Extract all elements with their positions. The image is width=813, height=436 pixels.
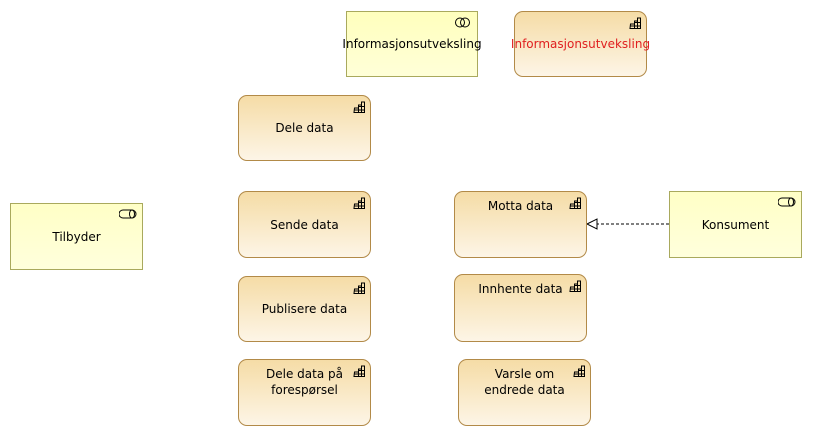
function-icon	[569, 197, 581, 209]
hollow-triangle-arrowhead	[585, 218, 598, 230]
function-icon	[573, 365, 585, 377]
informasjonsutveksling-interface[interactable]: Informasjonsutveksling	[342, 11, 482, 77]
node-label: Dele data på forespørsel	[266, 367, 343, 397]
konsument-role[interactable]: Konsument	[669, 191, 802, 258]
function-icon	[353, 365, 365, 377]
tilbyder-role[interactable]: Tilbyder	[10, 203, 143, 270]
node-label: Tilbyder	[52, 229, 101, 244]
node-label: Informasjonsutveksling	[342, 37, 482, 51]
function-icon	[353, 197, 365, 209]
node-label: Innhente data	[478, 282, 563, 296]
informasjonsutveksling-function[interactable]: Informasjonsutveksling	[511, 11, 650, 77]
function-icon	[629, 17, 641, 29]
role-icon	[119, 209, 137, 219]
motta-data-function[interactable]: Motta data	[454, 191, 587, 258]
function-icon	[569, 280, 581, 292]
sende-data-function[interactable]: Sende data	[238, 191, 371, 258]
function-icon	[353, 101, 365, 113]
interface-icon	[455, 17, 470, 28]
node-label: Sende data	[270, 217, 339, 232]
publisere-data-function[interactable]: Publisere data	[238, 276, 371, 342]
node-label: Varsle om endrede data	[484, 367, 565, 397]
node-label: Konsument	[701, 217, 770, 232]
innhente-data-function[interactable]: Innhente data	[454, 274, 587, 342]
node-label: Informasjonsutveksling	[510, 37, 651, 51]
dele-data-paa-foresporsel-function[interactable]: Dele data på forespørsel	[238, 359, 371, 426]
function-icon	[353, 282, 365, 294]
role-icon	[778, 197, 796, 207]
node-label: Motta data	[487, 199, 554, 213]
varsle-om-endrede-data-function[interactable]: Varsle om endrede data	[458, 359, 591, 426]
dele-data-function[interactable]: Dele data	[238, 95, 371, 161]
node-label: Dele data	[275, 121, 334, 135]
node-label: Publisere data	[261, 302, 348, 316]
